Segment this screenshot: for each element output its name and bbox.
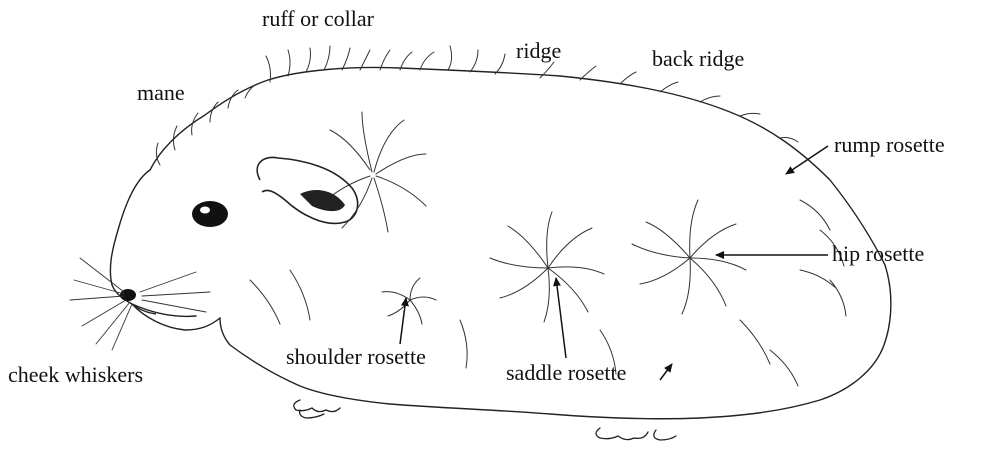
rump-rosette-arrow xyxy=(786,146,828,174)
fur-strokes xyxy=(156,46,846,386)
ear xyxy=(257,157,357,223)
saddle-pointer-right xyxy=(660,364,672,380)
eye-highlight xyxy=(200,207,210,214)
pointers xyxy=(400,146,828,380)
label-ridge: ridge xyxy=(516,40,561,62)
head-features xyxy=(120,157,358,314)
shoulder-rosette-arrow xyxy=(400,298,406,344)
saddle-rosette-arrow xyxy=(556,278,566,358)
whiskers xyxy=(70,258,210,350)
label-rump-rosette: rump rosette xyxy=(834,134,945,156)
label-hip-rosette: hip rosette xyxy=(832,243,924,265)
ear-shadow xyxy=(300,190,345,211)
eye xyxy=(192,201,228,227)
feet xyxy=(294,400,676,440)
body-outline xyxy=(110,68,890,419)
label-back-ridge: back ridge xyxy=(652,48,744,70)
label-saddle-rosette: saddle rosette xyxy=(506,362,626,384)
label-shoulder-rosette: shoulder rosette xyxy=(286,346,426,368)
label-cheek-whiskers: cheek whiskers xyxy=(8,364,143,386)
label-mane: mane xyxy=(137,82,185,104)
label-ruff-or-collar: ruff or collar xyxy=(262,8,374,30)
